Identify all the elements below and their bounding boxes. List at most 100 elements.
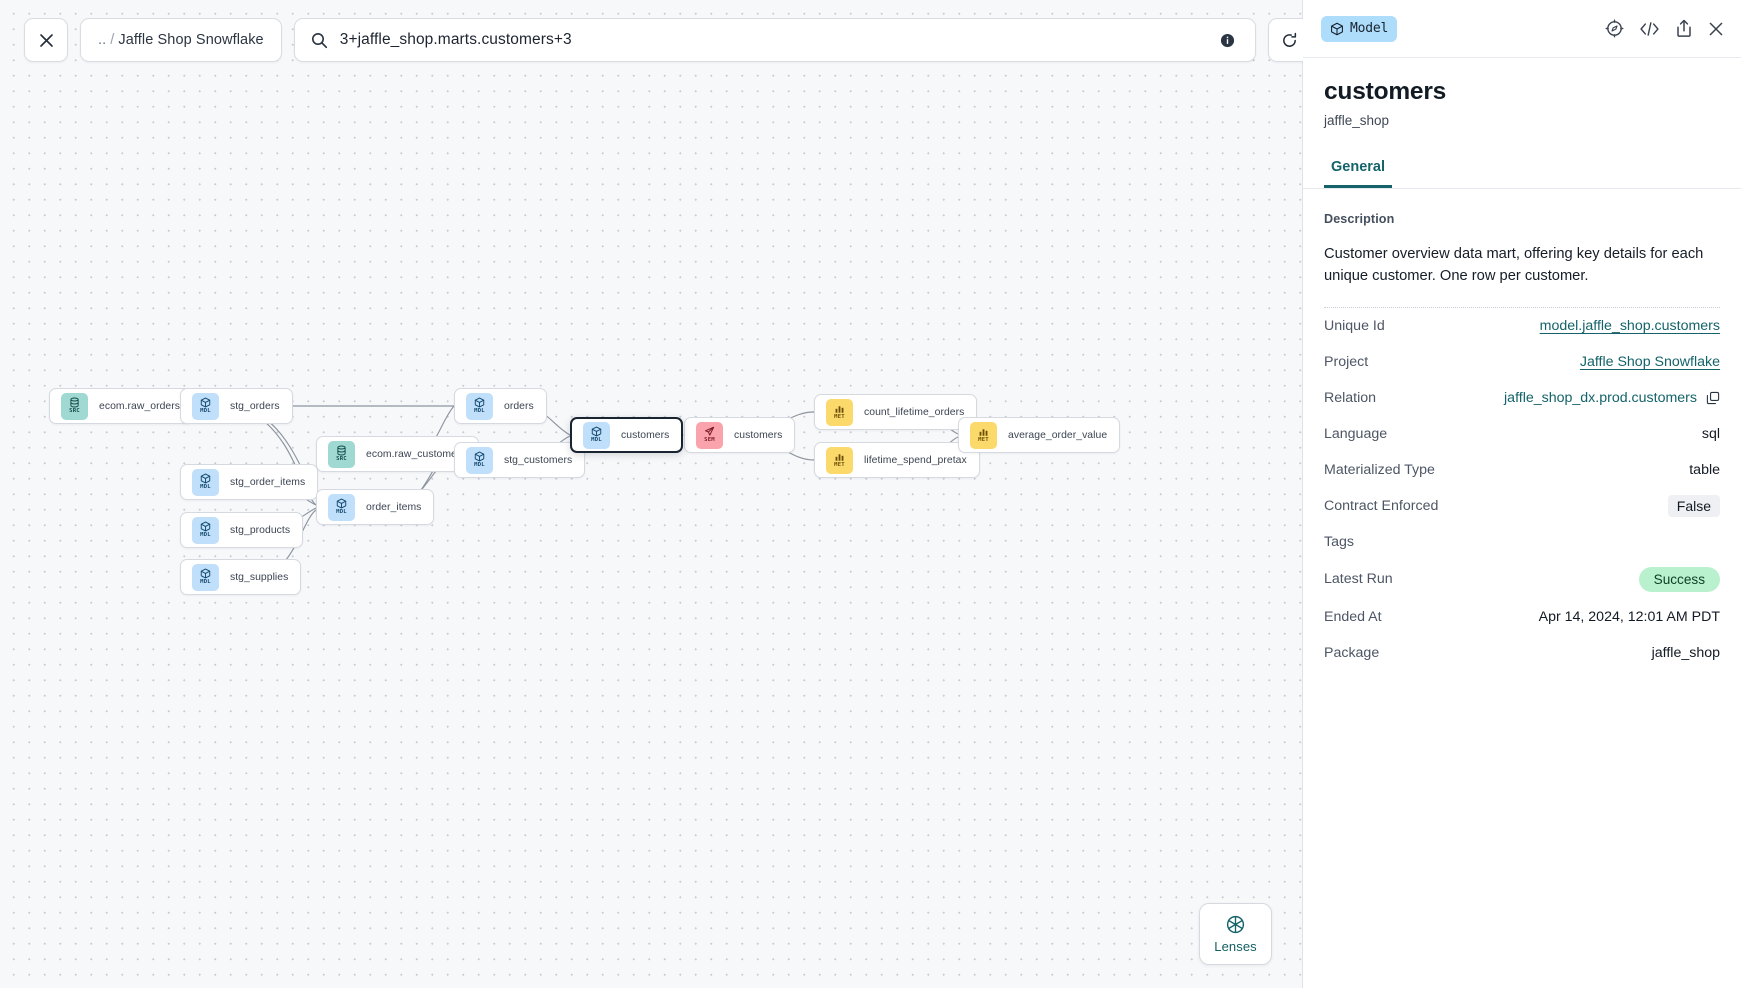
- breadcrumb[interactable]: ../Jaffle Shop Snowflake: [80, 18, 282, 62]
- status-badge[interactable]: Success: [1638, 566, 1720, 592]
- lenses-button[interactable]: Lenses: [1199, 903, 1272, 965]
- panel-action-bar: [1605, 19, 1724, 38]
- search-input-value: 3+jaffle_shop.marts.customers+3: [339, 31, 572, 48]
- lineage-node-stg_products[interactable]: MDL stg_products: [180, 512, 304, 548]
- lineage-node-lifetime_spend_pretax[interactable]: MET lifetime_spend_pretax: [814, 442, 980, 478]
- detail-row: Materialized Type table: [1324, 452, 1720, 488]
- mdl-badge-icon: MDL: [583, 421, 610, 449]
- breadcrumb-separator: /: [110, 32, 115, 48]
- detail-key: Tags: [1324, 533, 1354, 550]
- mdl-badge-icon: MDL: [466, 446, 493, 474]
- lineage-canvas[interactable]: ../Jaffle Shop Snowflake 3+jaffle_shop.m…: [0, 0, 1303, 988]
- info-icon[interactable]: [1220, 33, 1235, 48]
- detail-row: Latest Run Success: [1324, 560, 1720, 599]
- lenses-label: Lenses: [1214, 938, 1257, 954]
- detail-value[interactable]: Jaffle Shop Snowflake: [1580, 354, 1720, 370]
- detail-value-text: jaffle_shop_dx.prod.customers: [1504, 389, 1697, 406]
- cube-icon: [1331, 22, 1343, 35]
- lineage-node-label: stg_products: [230, 524, 291, 536]
- lineage-node-label: customers: [734, 429, 783, 441]
- details-panel-title-block: customers jaffle_shop: [1303, 58, 1741, 128]
- lineage-node-label: orders: [504, 400, 534, 412]
- detail-row: Project Jaffle Shop Snowflake: [1324, 344, 1720, 380]
- src-badge-icon: SRC: [328, 440, 355, 468]
- lineage-node-customers_semantic[interactable]: SEM customers: [684, 417, 796, 453]
- detail-key: Ended At: [1324, 608, 1382, 625]
- share-icon[interactable]: [1675, 19, 1693, 38]
- breadcrumb-parent: ..: [98, 32, 107, 48]
- detail-row: Relation jaffle_shop_dx.prod.customers: [1324, 380, 1720, 416]
- detail-value[interactable]: Success: [1638, 566, 1720, 592]
- copy-icon[interactable]: [1706, 391, 1720, 405]
- detail-key: Latest Run: [1324, 571, 1393, 588]
- lineage-node-ecom_raw_orders[interactable]: SRC ecom.raw_orders: [49, 388, 194, 424]
- detail-key: Package: [1324, 644, 1380, 661]
- breadcrumb-project: Jaffle Shop Snowflake: [118, 32, 264, 48]
- details-panel-body: Description Customer overview data mart,…: [1303, 189, 1741, 988]
- met-badge-icon: MET: [826, 446, 853, 474]
- details-panel-header: Model: [1303, 0, 1741, 58]
- detail-key: Materialized Type: [1324, 461, 1435, 478]
- lineage-node-label: lifetime_spend_pretax: [864, 454, 967, 466]
- lineage-node-stg_orders[interactable]: MDL stg_orders: [180, 388, 293, 424]
- lineage-node-label: stg_customers: [504, 454, 573, 466]
- page-subtitle: jaffle_shop: [1324, 113, 1390, 128]
- mdl-badge-icon: MDL: [192, 468, 219, 496]
- detail-row: Language sql: [1324, 416, 1720, 452]
- divider: [1324, 306, 1720, 308]
- detail-key: Language: [1324, 425, 1388, 442]
- lineage-node-label: average_order_value: [1008, 429, 1108, 441]
- detail-key: Project: [1324, 353, 1369, 370]
- page-title: customers: [1324, 78, 1447, 105]
- canvas-toolbar: ../Jaffle Shop Snowflake 3+jaffle_shop.m…: [24, 18, 1303, 62]
- lineage-node-average_order_value[interactable]: MET average_order_value: [958, 417, 1121, 453]
- code-icon[interactable]: [1639, 20, 1660, 38]
- detail-value[interactable]: model.jaffle_shop.customers: [1540, 318, 1720, 334]
- detail-row: Tags: [1324, 524, 1720, 560]
- mdl-badge-icon: MDL: [192, 392, 219, 420]
- detail-value: False: [1667, 494, 1720, 517]
- details-panel: Model: [1303, 0, 1741, 988]
- resource-type-label: Model: [1350, 21, 1389, 36]
- sem-badge-icon: SEM: [696, 421, 723, 449]
- focus-icon[interactable]: [1605, 19, 1624, 38]
- mdl-badge-icon: MDL: [192, 563, 219, 591]
- close-icon: [39, 33, 53, 47]
- lineage-node-label: stg_orders: [230, 400, 280, 412]
- details-tabs: General: [1303, 159, 1741, 189]
- lineage-node-label: order_items: [366, 501, 422, 513]
- detail-value[interactable]: jaffle_shop_dx.prod.customers: [1504, 390, 1720, 406]
- lineage-node-label: ecom.raw_orders: [99, 400, 181, 412]
- detail-link[interactable]: Jaffle Shop Snowflake: [1579, 353, 1720, 370]
- description-text: Customer overview data mart, offering ke…: [1324, 246, 1704, 285]
- lineage-search-field[interactable]: 3+jaffle_shop.marts.customers+3: [293, 18, 1256, 62]
- lineage-node-label: stg_supplies: [230, 571, 289, 583]
- lineage-node-label: stg_order_items: [230, 476, 306, 488]
- detail-row: Contract Enforced False: [1324, 488, 1720, 524]
- refresh-icon: [1283, 32, 1297, 47]
- lineage-node-stg_customers[interactable]: MDL stg_customers: [454, 442, 586, 478]
- src-badge-icon: SRC: [61, 392, 88, 420]
- tab-general[interactable]: General: [1324, 159, 1392, 188]
- status-badge: False: [1667, 494, 1720, 517]
- detail-key: Unique Id: [1324, 317, 1385, 334]
- detail-key: Contract Enforced: [1324, 497, 1439, 514]
- mdl-badge-icon: MDL: [192, 516, 219, 544]
- detail-value: table: [1689, 461, 1720, 478]
- detail-key: Relation: [1324, 389, 1377, 406]
- detail-link[interactable]: model.jaffle_shop.customers: [1539, 317, 1720, 334]
- lineage-node-stg_supplies[interactable]: MDL stg_supplies: [180, 559, 302, 595]
- detail-value: sql: [1701, 425, 1720, 442]
- met-badge-icon: MET: [826, 398, 853, 426]
- refresh-button[interactable]: [1267, 18, 1303, 62]
- lineage-node-stg_order_items[interactable]: MDL stg_order_items: [180, 464, 319, 500]
- met-badge-icon: MET: [970, 421, 997, 449]
- close-icon[interactable]: [1708, 21, 1724, 37]
- close-lineage-button[interactable]: [24, 18, 68, 62]
